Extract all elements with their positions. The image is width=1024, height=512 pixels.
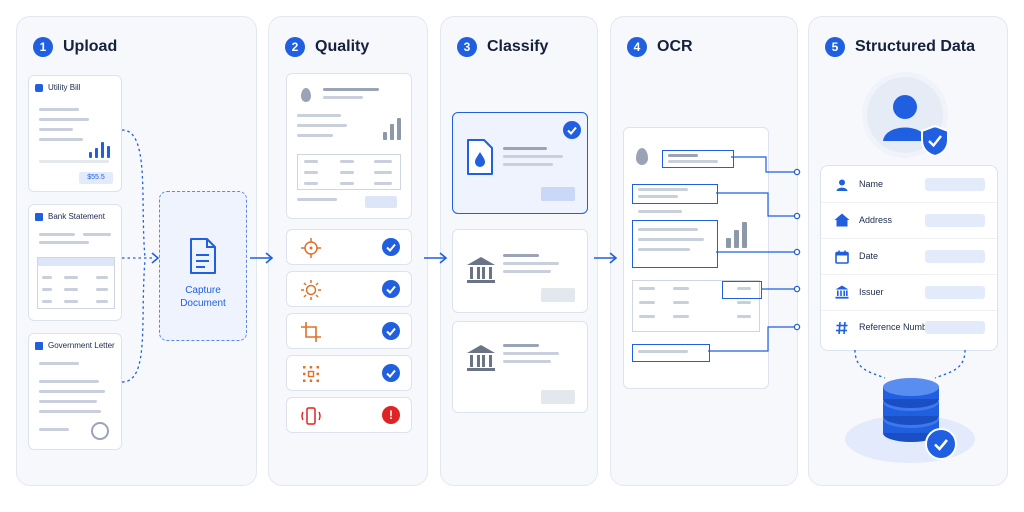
field-row-name: Name	[821, 166, 997, 203]
ocr-panel: 4 OCR	[610, 16, 798, 486]
field-label: Address	[859, 215, 893, 225]
step-title: OCR	[657, 38, 693, 55]
classify-panel: 3 Classify	[440, 16, 598, 486]
bank-icon	[35, 342, 43, 350]
quality-check-brightness	[286, 271, 412, 307]
user-icon	[883, 95, 927, 141]
brightness-icon	[301, 280, 321, 300]
alert-icon: !	[382, 406, 400, 424]
ocr-box	[632, 220, 718, 268]
step-number: 4	[627, 37, 647, 57]
bank-icon	[467, 257, 495, 283]
quality-panel: 2 Quality	[268, 16, 428, 486]
step-header-upload: 1 Upload	[33, 37, 117, 57]
ocr-box	[632, 344, 710, 362]
check-icon	[925, 428, 957, 460]
quality-check-shake: !	[286, 397, 412, 433]
classified-government-card[interactable]	[452, 321, 588, 413]
water-document-icon	[467, 139, 493, 175]
water-drop-icon	[301, 88, 311, 102]
step-header-ocr: 4 OCR	[627, 37, 693, 57]
field-value	[925, 321, 985, 334]
ocr-box	[632, 184, 718, 204]
hash-icon	[836, 321, 848, 335]
classified-bank-card[interactable]	[452, 229, 588, 313]
step-number: 3	[457, 37, 477, 57]
step-header-quality: 2 Quality	[285, 37, 369, 57]
check-icon	[382, 322, 400, 340]
ocr-document	[623, 127, 769, 389]
capture-document-box[interactable]: Capture Document	[159, 191, 247, 341]
check-icon	[382, 238, 400, 256]
ocr-box	[662, 150, 734, 168]
quality-check-resolution	[286, 355, 412, 391]
quality-document-preview	[286, 73, 412, 219]
field-value	[925, 178, 985, 191]
field-label: Name	[859, 179, 884, 189]
field-value	[925, 250, 985, 263]
bank-statement-document[interactable]: Bank Statement	[28, 204, 122, 321]
check-icon	[382, 280, 400, 298]
structured-fields-card: Name Address Date	[820, 165, 998, 351]
calendar-icon	[835, 250, 849, 264]
bank-icon	[835, 285, 849, 299]
bank-icon	[467, 345, 495, 371]
field-label: Reference Number	[859, 322, 936, 332]
focus-icon	[301, 238, 321, 258]
field-row-issuer: Issuer	[821, 274, 997, 311]
database-icon	[883, 378, 939, 442]
step-title: Classify	[487, 38, 549, 55]
water-drop-icon	[636, 148, 648, 165]
upload-panel: 1 Upload Utility Bill $55.5 Bank Stateme…	[16, 16, 257, 486]
check-icon	[563, 121, 581, 139]
quality-check-crop	[286, 313, 412, 349]
field-row-reference-number: Reference Number	[821, 310, 997, 346]
field-label: Date	[859, 251, 879, 261]
field-value	[925, 286, 985, 299]
shake-icon	[301, 407, 321, 425]
water-drop-icon	[35, 84, 43, 92]
capture-label: Capture Document	[180, 285, 226, 309]
resolution-icon	[303, 366, 319, 382]
government-letter-document[interactable]: Government Letter	[28, 333, 122, 450]
field-row-address: Address	[821, 202, 997, 239]
field-label: Issuer	[859, 287, 884, 297]
quality-check-focus	[286, 229, 412, 265]
document-label: Bank Statement	[48, 212, 105, 221]
step-title: Upload	[63, 38, 118, 55]
field-value	[925, 214, 985, 227]
document-icon	[190, 238, 216, 274]
crop-icon	[301, 322, 321, 342]
step-number: 5	[825, 37, 845, 57]
step-number: 2	[285, 37, 305, 57]
utility-bill-document[interactable]: Utility Bill $55.5	[28, 75, 122, 192]
seal-icon	[91, 422, 109, 440]
step-title: Structured Data	[855, 38, 976, 55]
classified-utility-card[interactable]	[452, 112, 588, 214]
step-number: 1	[33, 37, 53, 57]
bank-icon	[35, 213, 43, 221]
home-icon	[834, 213, 850, 227]
amount-badge: $55.5	[79, 172, 113, 184]
avatar	[867, 77, 949, 157]
step-header-classify: 3 Classify	[457, 37, 548, 57]
step-title: Quality	[315, 38, 370, 55]
document-label: Government Letter	[48, 341, 115, 350]
step-header-structured-data: 5 Structured Data	[825, 37, 975, 57]
field-row-date: Date	[821, 238, 997, 275]
ocr-box	[722, 281, 762, 299]
person-icon	[836, 179, 848, 191]
check-icon	[382, 364, 400, 382]
document-label: Utility Bill	[48, 83, 81, 92]
shield-check-icon	[921, 125, 949, 157]
structured-data-panel: 5 Structured Data Name Address	[808, 16, 1008, 486]
